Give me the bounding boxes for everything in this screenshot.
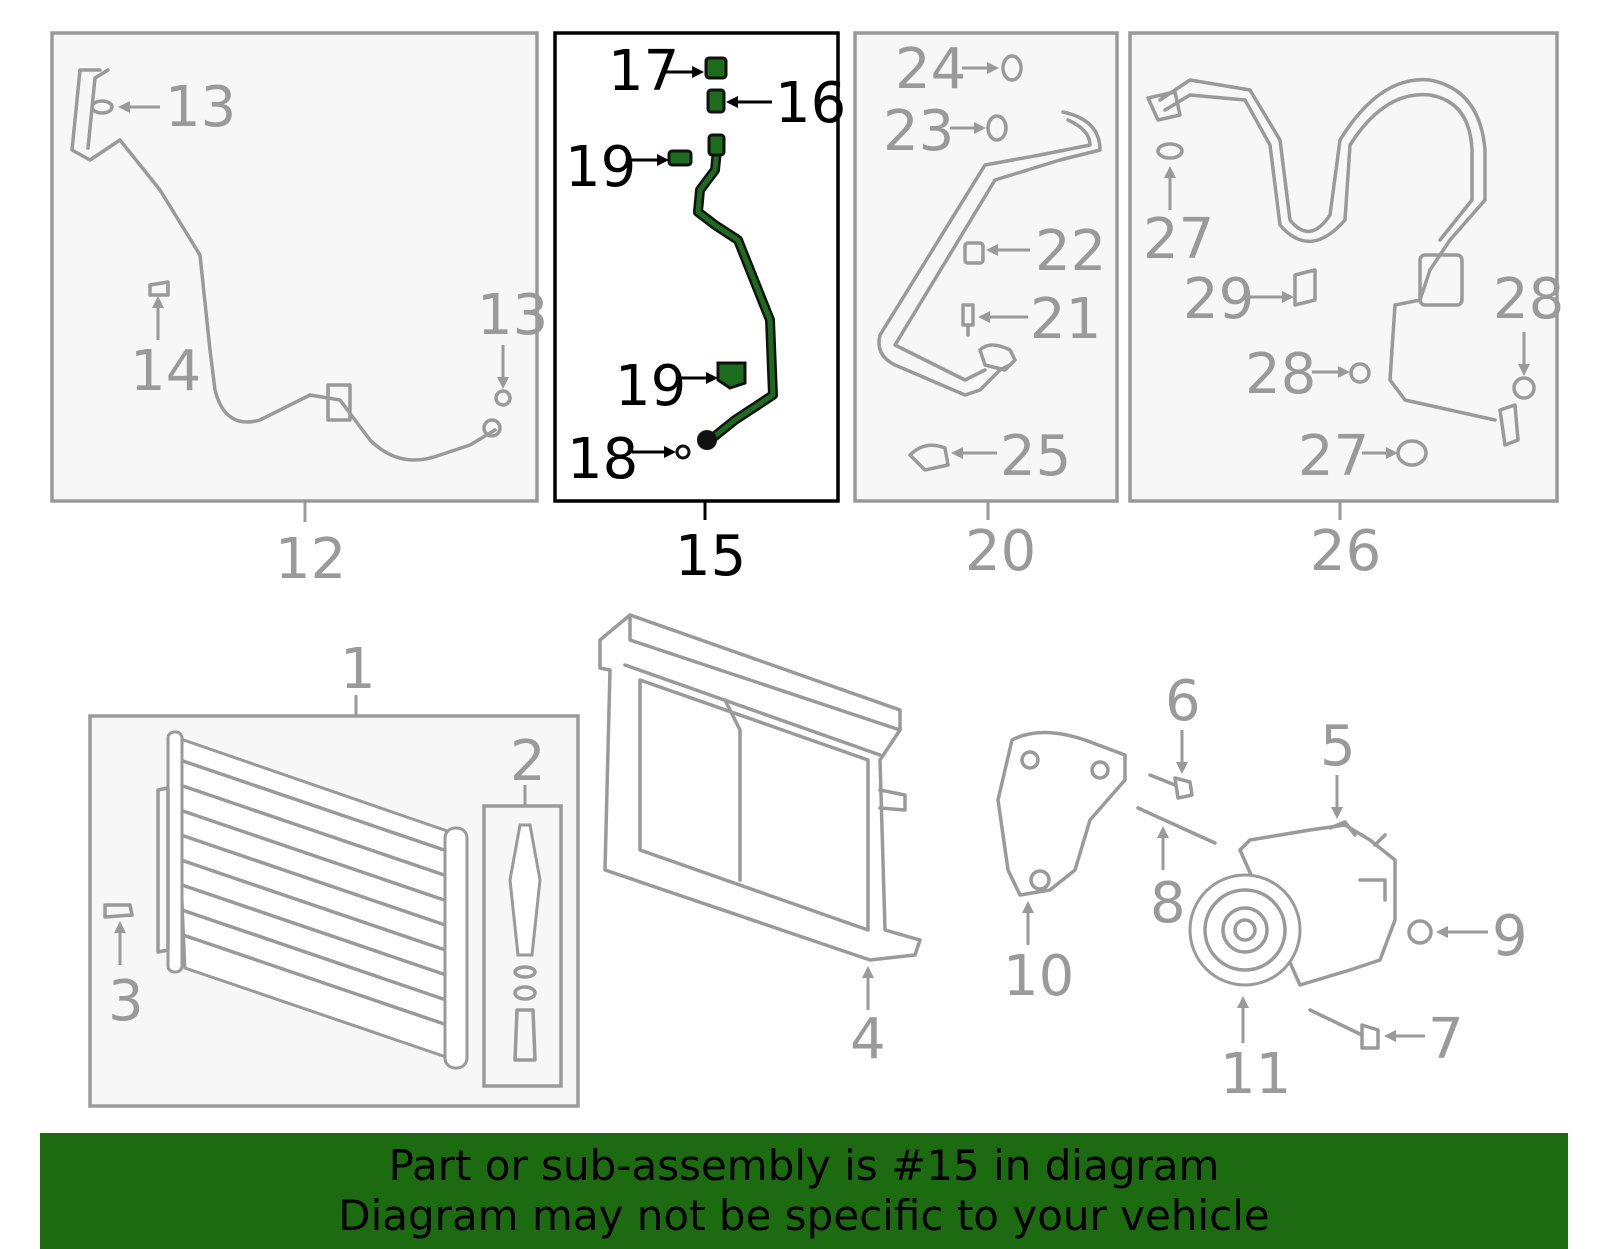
callout-16: 16 bbox=[775, 71, 846, 136]
callout-1: 1 bbox=[340, 637, 376, 702]
callout-27-top: 27 bbox=[1143, 207, 1214, 272]
callout-13-right: 13 bbox=[477, 283, 548, 348]
arrowhead bbox=[657, 154, 669, 166]
part-8-stud[interactable] bbox=[1136, 806, 1217, 845]
callout-26: 26 bbox=[1310, 519, 1381, 584]
callout-12: 12 bbox=[275, 527, 346, 592]
group-15-hose-box[interactable] bbox=[553, 31, 840, 503]
arrowhead bbox=[862, 966, 874, 978]
hose-fitting-top bbox=[707, 133, 726, 157]
group-12-hose-box[interactable] bbox=[50, 31, 539, 503]
arrowhead bbox=[114, 921, 126, 933]
arrowhead bbox=[1282, 291, 1294, 303]
callout-18: 18 bbox=[567, 427, 638, 492]
arrowhead bbox=[497, 377, 509, 389]
callout-28-right: 28 bbox=[1493, 267, 1564, 332]
arrowhead bbox=[1436, 926, 1448, 938]
part-11-compressor[interactable] bbox=[1188, 820, 1397, 987]
condenser-fins bbox=[178, 758, 455, 1029]
arrowhead bbox=[692, 66, 704, 78]
callout-7: 7 bbox=[1428, 1007, 1464, 1072]
callout-19-lower: 19 bbox=[615, 354, 686, 419]
callout-9: 9 bbox=[1492, 904, 1528, 969]
arrowhead bbox=[974, 122, 986, 134]
callout-20: 20 bbox=[965, 519, 1036, 584]
desiccant-bag bbox=[508, 823, 542, 957]
banner-line-1: Part or sub-assembly is #15 in diagram bbox=[388, 1141, 1220, 1190]
callout-14: 14 bbox=[130, 339, 201, 404]
notice-banner: Part or sub-assembly is #15 in diagram D… bbox=[40, 1133, 1568, 1249]
arrowhead bbox=[1331, 807, 1343, 819]
part-7-bolt[interactable] bbox=[1308, 1008, 1380, 1050]
arrowhead bbox=[987, 62, 999, 74]
callout-24: 24 bbox=[895, 37, 966, 102]
callout-2: 2 bbox=[510, 729, 546, 794]
hose-fitting-bottom bbox=[697, 430, 717, 450]
callout-8: 8 bbox=[1150, 871, 1186, 936]
arrowhead bbox=[1338, 366, 1350, 378]
arrowhead bbox=[951, 447, 963, 459]
arrowhead bbox=[986, 244, 998, 256]
arrowhead bbox=[1157, 826, 1169, 838]
receiver-tank bbox=[443, 826, 469, 1070]
callout-10: 10 bbox=[1003, 944, 1074, 1009]
arrowhead bbox=[118, 101, 130, 113]
banner-line-2: Diagram may not be specific to your vehi… bbox=[338, 1191, 1270, 1240]
arrowhead bbox=[1386, 447, 1398, 459]
part-17-cap[interactable] bbox=[704, 56, 728, 80]
callout-28-left: 28 bbox=[1245, 342, 1316, 407]
callout-5: 5 bbox=[1320, 714, 1356, 779]
part-18-oring[interactable] bbox=[675, 444, 691, 460]
arrowhead bbox=[1384, 1030, 1396, 1042]
condenser-box[interactable] bbox=[88, 714, 580, 1108]
part-10-bracket[interactable] bbox=[996, 730, 1127, 897]
part-19-lower[interactable] bbox=[716, 361, 747, 390]
group-26-hose-box[interactable] bbox=[1128, 31, 1559, 503]
arrowhead bbox=[1022, 901, 1034, 913]
arrowhead bbox=[1176, 762, 1188, 774]
callout-4: 4 bbox=[850, 1007, 886, 1072]
callout-13-top: 13 bbox=[165, 75, 236, 140]
callout-6: 6 bbox=[1165, 669, 1201, 734]
part-16-valve[interactable] bbox=[706, 88, 726, 114]
callout-23: 23 bbox=[883, 99, 954, 164]
callout-27-bottom: 27 bbox=[1298, 424, 1369, 489]
callout-29: 29 bbox=[1183, 267, 1254, 332]
part-6-bolt[interactable] bbox=[1148, 773, 1194, 800]
part-4-support-frame[interactable] bbox=[598, 613, 922, 962]
callout-19-upper: 19 bbox=[565, 135, 636, 200]
part-19-upper[interactable] bbox=[667, 149, 693, 167]
callout-22: 22 bbox=[1035, 219, 1106, 284]
arrowhead bbox=[726, 96, 738, 108]
callout-25: 25 bbox=[1000, 424, 1071, 489]
arrowhead bbox=[978, 311, 990, 323]
arrowhead bbox=[664, 446, 676, 458]
callout-11: 11 bbox=[1220, 1042, 1291, 1107]
callout-21: 21 bbox=[1030, 287, 1101, 352]
part-9-nut[interactable] bbox=[1407, 919, 1433, 945]
arrowhead bbox=[152, 296, 164, 308]
arrowhead bbox=[1237, 996, 1249, 1008]
condenser-side-tank bbox=[166, 730, 184, 974]
arrowhead bbox=[1164, 166, 1176, 178]
callout-15[interactable]: 15 bbox=[675, 524, 746, 589]
arrowhead bbox=[706, 372, 718, 384]
arrowhead bbox=[1518, 364, 1530, 376]
group-20-pipe-box[interactable] bbox=[853, 31, 1119, 503]
callout-3: 3 bbox=[108, 969, 144, 1034]
